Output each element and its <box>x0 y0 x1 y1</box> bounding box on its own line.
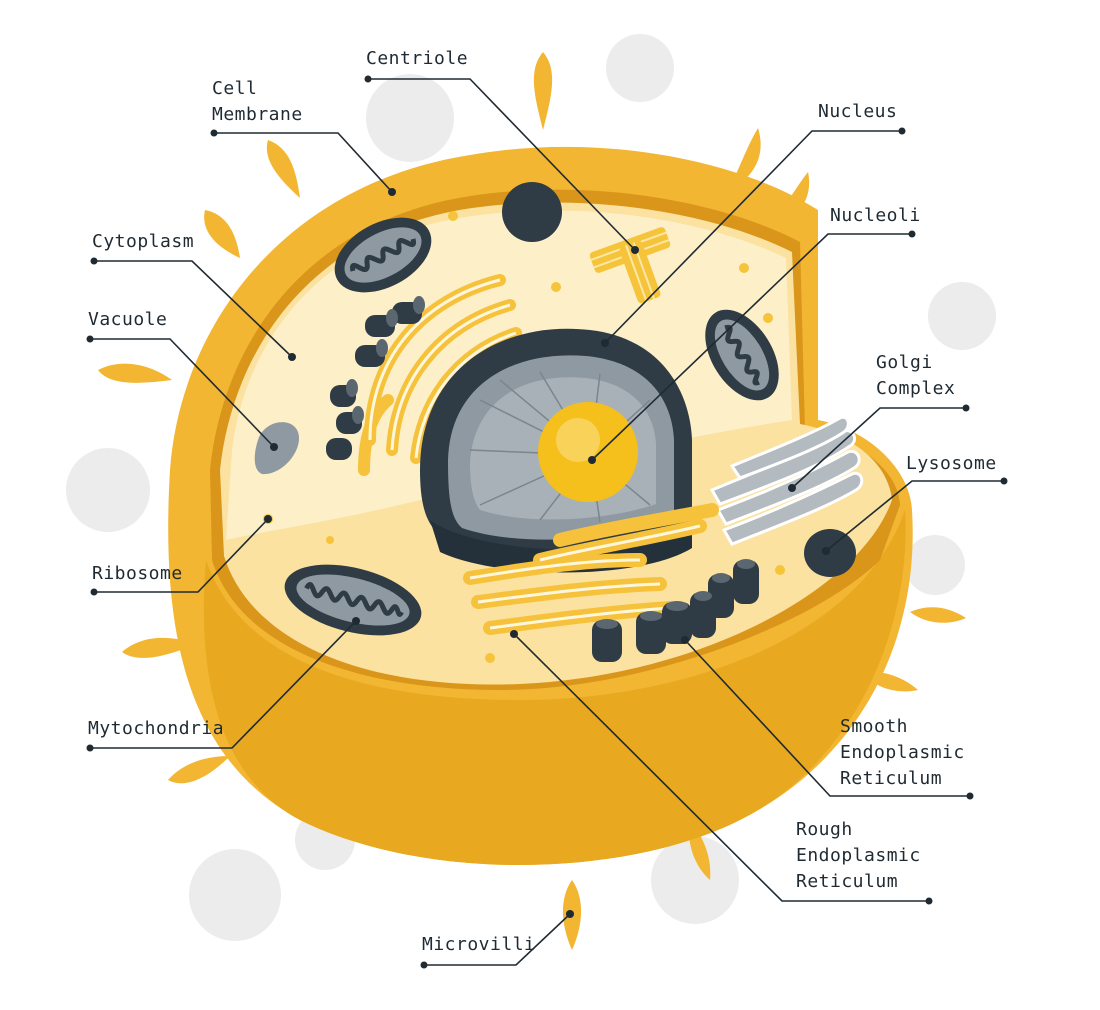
background-cells <box>66 34 996 941</box>
leader-golgi <box>791 407 966 489</box>
leader-smooth-er <box>684 639 970 797</box>
label-cytoplasm: Cytoplasm <box>92 229 194 255</box>
leader-mitochondria <box>90 620 357 749</box>
label-nucleus-line: Nucleus <box>818 101 898 122</box>
label-cell-membrane-line: Cell <box>212 78 258 99</box>
label-rough-er-line: Reticulum <box>796 871 899 892</box>
label-lysosome: Lysosome <box>906 451 997 477</box>
smooth-er-left-icon <box>326 296 425 460</box>
nucleus-icon <box>420 328 692 573</box>
label-smooth-er-line: Reticulum <box>840 768 943 789</box>
label-nucleus: Nucleus <box>818 99 897 125</box>
leader-microvilli <box>424 913 571 966</box>
leader-lines <box>90 78 1004 966</box>
smooth-er-bottom-icon <box>592 559 759 662</box>
leader-cell-membrane <box>214 132 393 193</box>
label-cell-membrane-line: Membrane <box>212 104 303 125</box>
leader-rough-er <box>513 633 929 902</box>
leader-nucleoli <box>591 233 912 461</box>
label-golgi-complex-line: Golgi <box>876 352 933 373</box>
label-cytoplasm-line: Cytoplasm <box>92 231 195 252</box>
label-vacuole-line: Vacuole <box>88 309 168 330</box>
label-ribosome: Ribosome <box>92 561 183 587</box>
label-rough-er-line: Rough <box>796 819 853 840</box>
label-smooth-er-line: Endoplasmic <box>840 742 965 763</box>
label-ribosome-line: Ribosome <box>92 563 183 584</box>
lysosome-icon <box>502 182 856 577</box>
leader-centriole <box>368 78 636 251</box>
label-rough-er-line: Endoplasmic <box>796 845 921 866</box>
golgi-complex-icon <box>709 415 864 546</box>
leader-vacuole <box>90 338 275 448</box>
label-nucleoli: Nucleoli <box>830 203 921 229</box>
leader-nucleus <box>604 130 902 344</box>
mitochondria-icon-bottom <box>284 564 422 636</box>
label-smooth-er-line: Smooth <box>840 716 909 737</box>
rough-er-left-lines <box>368 278 517 459</box>
leader-ribosome <box>94 518 269 593</box>
mitochondria-icon-top <box>334 217 432 293</box>
label-centriole-line: Centriole <box>366 48 469 69</box>
label-vacuole: Vacuole <box>88 307 167 333</box>
label-centriole: Centriole <box>366 46 468 72</box>
rough-er-bottom-lines <box>469 524 701 630</box>
label-golgi-complex-line: Complex <box>876 378 956 399</box>
cell-lower-rim <box>203 510 906 865</box>
mitochondria-icon-right <box>705 309 779 401</box>
leader-dots <box>86 75 1008 969</box>
label-mitochondria-line: Mytochondria <box>88 718 225 739</box>
leader-cytoplasm <box>94 260 293 358</box>
leader-lysosome <box>825 480 1004 552</box>
label-microvilli-line: Microvilli <box>422 934 536 955</box>
label-microvilli: Microvilli <box>422 932 535 958</box>
label-mitochondria: Mytochondria <box>88 716 224 742</box>
label-lysosome-line: Lysosome <box>906 453 997 474</box>
label-nucleoli-line: Nucleoli <box>830 205 921 226</box>
